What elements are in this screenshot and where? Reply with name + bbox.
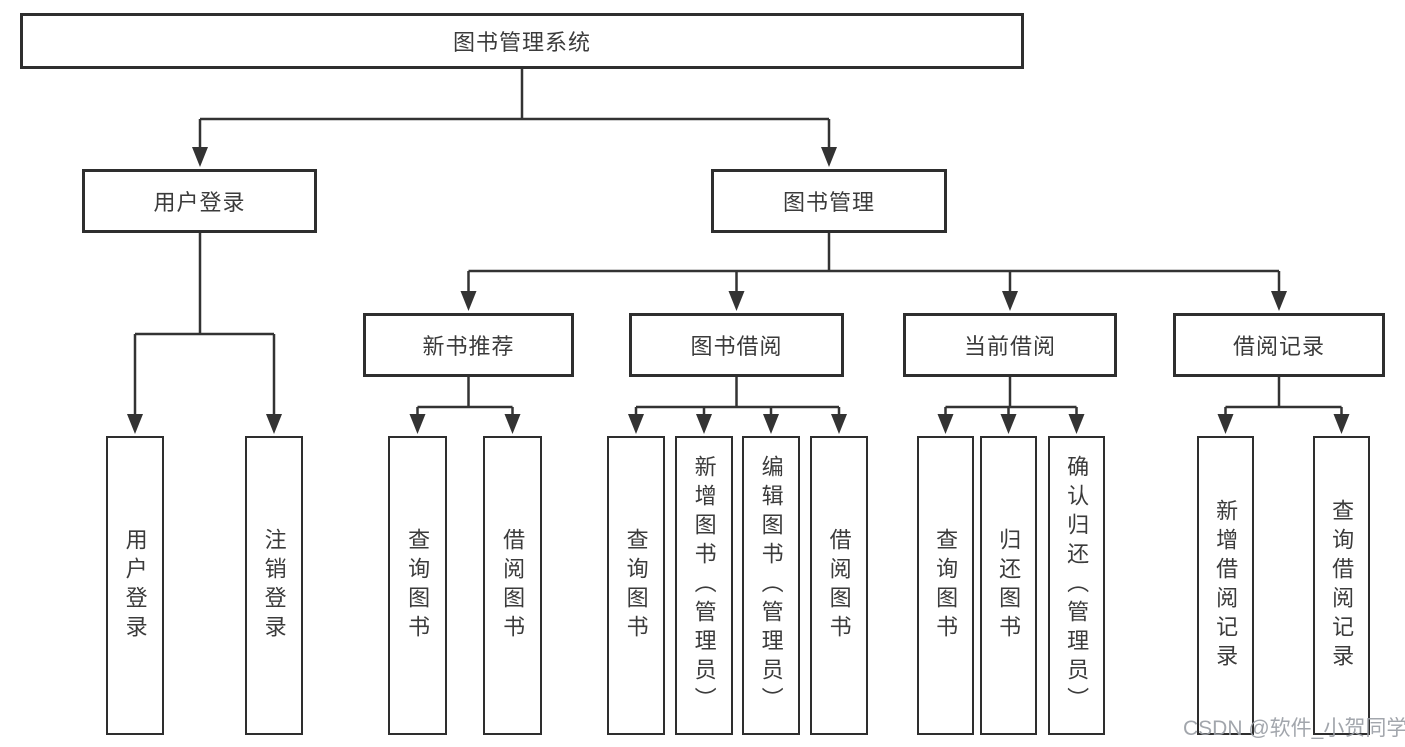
arrowhead [937, 414, 954, 434]
leaf-confirm-return-admin: 确认归还（管理员） [1048, 436, 1105, 735]
leaf-borrow-books-recommend: 借阅图书 [483, 436, 542, 735]
leaf-return-book: 归还图书 [980, 436, 1037, 735]
connector-book-borrow [634, 377, 841, 417]
arrowhead [127, 414, 143, 434]
arrowhead [1068, 414, 1085, 434]
node-label: 当前借阅 [963, 334, 1056, 359]
connector-user-login [133, 233, 276, 417]
node-label: 新书推荐 [422, 334, 515, 359]
leaf-label: 查询图书 [405, 527, 431, 644]
leaf-borrow-books: 借阅图书 [810, 436, 868, 735]
leaf-query-books-current: 查询图书 [917, 436, 974, 735]
arrowhead [696, 414, 712, 434]
arrowhead [1333, 414, 1350, 434]
node-label: 图书借阅 [690, 334, 783, 359]
leaf-label: 用户登录 [122, 527, 148, 644]
node-root: 图书管理系统 [20, 13, 1024, 69]
arrowhead [1271, 291, 1287, 311]
leaf-label: 确认归还（管理员） [1064, 455, 1090, 716]
leaf-logout: 注销登录 [245, 436, 303, 735]
node-label: 图书管理系统 [452, 30, 591, 55]
node-user-login: 用户登录 [82, 169, 317, 233]
arrowhead [628, 414, 644, 434]
arrowhead [409, 414, 426, 434]
leaf-label: 查询图书 [933, 527, 959, 644]
leaf-label: 借阅图书 [500, 527, 526, 644]
leaf-label: 归还图书 [996, 527, 1022, 644]
leaf-label: 借阅图书 [826, 527, 852, 644]
leaf-label: 查询借阅记录 [1329, 498, 1355, 673]
arrowhead [1217, 414, 1234, 434]
arrowhead [763, 414, 779, 434]
arrowhead [192, 147, 208, 167]
arrowhead [1000, 414, 1017, 434]
connector-borrow-records [1224, 377, 1343, 417]
leaf-query-borrow-record: 查询借阅记录 [1313, 436, 1370, 735]
arrowhead [728, 291, 745, 311]
connector-root [198, 69, 831, 150]
node-book-management: 图书管理 [711, 169, 947, 233]
leaf-edit-book-admin: 编辑图书（管理员） [742, 436, 800, 735]
leaf-label: 新增图书（管理员） [691, 455, 717, 716]
leaf-label: 查询图书 [623, 527, 649, 644]
leaf-user-login: 用户登录 [106, 436, 164, 735]
connector-book-management [467, 233, 1281, 294]
node-label: 图书管理 [782, 190, 875, 215]
connector-new-book-recommend [416, 377, 514, 417]
arrowhead [266, 414, 282, 434]
leaf-label: 新增借阅记录 [1213, 498, 1239, 673]
csdn-watermark: CSDN @软件_小贺同学 [1183, 717, 1405, 740]
leaf-query-books-recommend: 查询图书 [388, 436, 447, 735]
arrowhead [831, 414, 847, 434]
leaf-label: 编辑图书（管理员） [758, 455, 784, 716]
leaf-query-books-borrow: 查询图书 [607, 436, 665, 735]
connector-current-borrow [944, 377, 1078, 417]
arrowhead [1002, 291, 1018, 311]
node-new-book-recommend: 新书推荐 [363, 313, 574, 377]
leaf-add-borrow-record: 新增借阅记录 [1197, 436, 1254, 735]
arrowhead [504, 414, 521, 434]
node-label: 借阅记录 [1232, 334, 1325, 359]
leaf-label: 注销登录 [261, 527, 287, 644]
node-borrow-records: 借阅记录 [1173, 313, 1385, 377]
node-book-borrow: 图书借阅 [629, 313, 844, 377]
arrowhead [821, 147, 837, 167]
arrowhead [460, 291, 477, 311]
node-label: 用户登录 [153, 190, 246, 215]
leaf-add-book-admin: 新增图书（管理员） [675, 436, 733, 735]
node-current-borrow: 当前借阅 [903, 313, 1117, 377]
